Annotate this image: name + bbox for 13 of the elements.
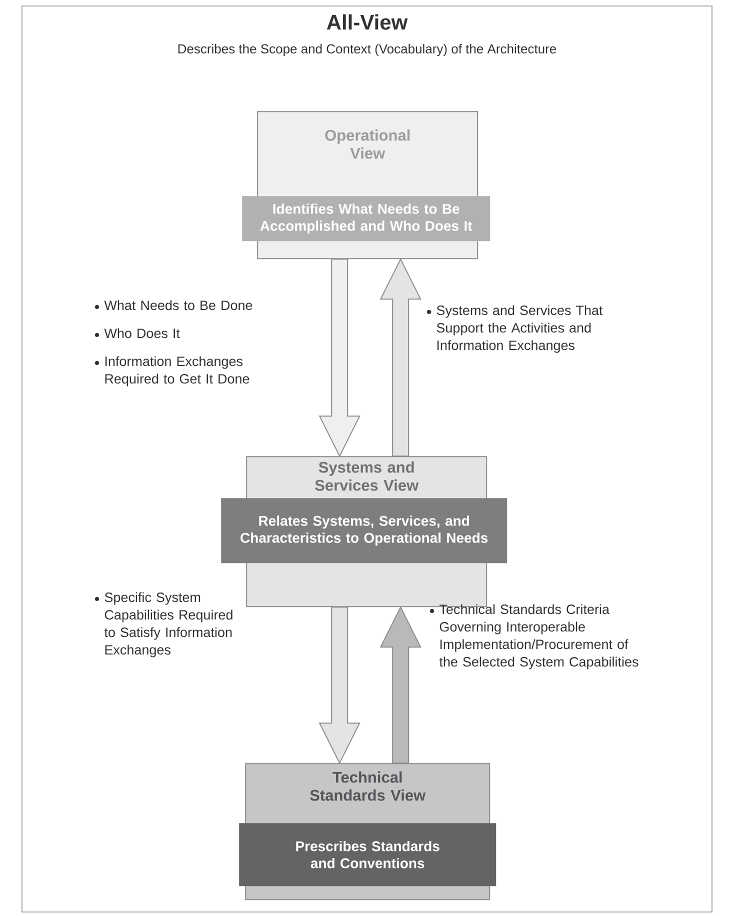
block-arrow — [380, 606, 422, 764]
block-arrow — [318, 258, 360, 458]
bullet-item: Systems and Services That Support the Activities and Information Exchanges — [426, 305, 603, 353]
bullet-item: What Needs to Be Done — [94, 300, 252, 310]
frame — [22, 6, 712, 912]
block-arrow — [380, 258, 422, 457]
view-box: Operational View Identifies What Needs to Be Accomplished and Who Does It — [242, 111, 490, 260]
bullet-item: Who Does It — [94, 328, 180, 338]
bullet-item: Information Exchanges Required to Get It Done — [94, 356, 250, 386]
title: All-View — [326, 14, 408, 30]
block-arrow — [318, 606, 360, 764]
subtitle: Describes the Scope and Context (Vocabulary) of the Architecture — [178, 44, 556, 56]
view-box: Technical Standards View Prescribes Standards and Conventions — [239, 763, 496, 900]
